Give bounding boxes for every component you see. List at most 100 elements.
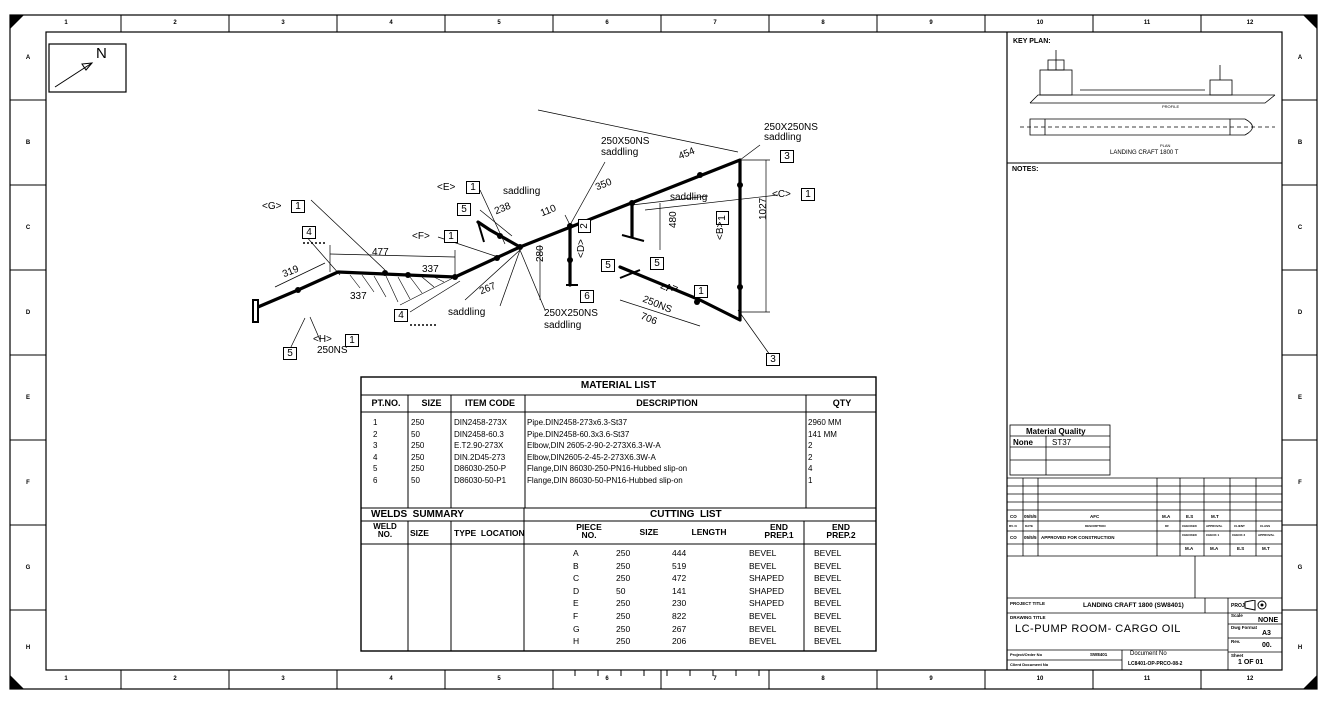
callout-n3a: 3 xyxy=(780,150,794,163)
cutting-row-D-col-3: SHAPED xyxy=(749,585,784,596)
cutting-row-C-col-2: 472 xyxy=(672,573,687,584)
zone-col-6-bot: 6 xyxy=(605,676,609,682)
label-E: <E> xyxy=(437,182,456,193)
callout-n5c: 5 xyxy=(650,257,664,270)
rev-hdr-date: DATE xyxy=(1025,524,1033,528)
label-saddling1: saddling xyxy=(601,147,639,158)
material-row-2-col-3: Pipe.DIN2458-60.3x3.6-St37 xyxy=(527,429,630,439)
scale-value: NONE xyxy=(1258,617,1279,624)
zone-row-E-left: E xyxy=(25,395,30,401)
rev-hdr-no: RV. N xyxy=(1009,524,1017,528)
callout-n6: 6 xyxy=(580,290,594,303)
zone-row-C-left: C xyxy=(25,225,31,231)
material-row-4-col-1: 250 xyxy=(411,452,425,462)
zone-col-11-top: 11 xyxy=(1143,20,1151,26)
sheet-label: Sheet xyxy=(1231,653,1244,658)
rev-hdr-c: APPROVAL xyxy=(1206,524,1223,528)
cutting-row-D-col-4: BEVEL xyxy=(814,585,842,596)
zone-col-10-bot: 10 xyxy=(1036,676,1044,682)
cutting-row-G-col-4: BEVEL xyxy=(814,623,842,634)
callout-n1f: 1 xyxy=(444,230,458,243)
cutting-row-G-col-0: G xyxy=(573,623,580,634)
zone-col-8-top: 8 xyxy=(821,20,825,26)
zone-col-9-top: 9 xyxy=(929,20,933,26)
material-row-3-col-2: E.T2.90-273X xyxy=(454,441,504,450)
key-plan-title: KEY PLAN: xyxy=(1013,38,1051,45)
rev2-c: CHECK 2 xyxy=(1232,533,1246,537)
corner-mark xyxy=(1303,15,1317,29)
project-order-value: SW8401 xyxy=(1090,652,1108,657)
cutting-row-B-col-4: BEVEL xyxy=(814,560,842,571)
zone-row-H-right: H xyxy=(1297,645,1303,651)
label-d480: 480 xyxy=(668,211,679,228)
cutting-row-E-col-1: 250 xyxy=(616,598,631,609)
cutting-row-E-col-4: BEVEL xyxy=(814,598,842,609)
label-l250nsh: 250NS xyxy=(317,345,348,356)
zone-col-5-bot: 5 xyxy=(497,676,501,682)
welds-summary-title: WELDS SUMMARY xyxy=(371,509,464,520)
zone-col-3-top: 3 xyxy=(281,20,285,26)
zone-col-4-bot: 4 xyxy=(389,676,393,682)
project-title: LANDING CRAFT 1800 (SW8401) xyxy=(1083,602,1184,609)
cutting-header-1: SIZE xyxy=(639,527,659,537)
material-list-title: MATERIAL LIST xyxy=(580,380,657,391)
zone-row-C-right: C xyxy=(1297,225,1303,231)
zone-col-12-top: 12 xyxy=(1246,20,1254,26)
zone-col-7-top: 7 xyxy=(713,20,717,26)
rev1-no: CO xyxy=(1010,514,1017,519)
north-label: N xyxy=(96,45,107,62)
rev2-b: CHECK 1 xyxy=(1206,533,1220,537)
project-order-label: Project/Order No xyxy=(1010,652,1043,657)
title-block-frame xyxy=(1007,477,1282,670)
material-row-3-col-4: 2 xyxy=(808,441,813,450)
cutting-list-title: CUTTING LIST xyxy=(650,509,722,520)
vessel-profile-icon xyxy=(1029,50,1276,104)
material-header-3: DESCRIPTION xyxy=(636,398,698,408)
zone-row-G-left: G xyxy=(25,565,31,571)
drawing-title: LC-PUMP ROOM- CARGO OIL xyxy=(1015,623,1181,635)
corner-mark xyxy=(1303,675,1317,689)
material-row-3-col-0: 3 xyxy=(373,441,378,450)
outer-frame xyxy=(9,14,1318,690)
cutting-row-C-col-0: C xyxy=(573,573,580,584)
dwg-format-label: Dwg Format xyxy=(1231,625,1258,630)
zone-row-D-left: D xyxy=(25,310,31,316)
material-row-2-col-1: 50 xyxy=(411,429,420,439)
label-saddling3: saddling xyxy=(503,186,541,197)
document-no-label: Document No xyxy=(1130,651,1167,657)
cutting-row-A-col-4: BEVEL xyxy=(814,548,842,558)
tables-frame xyxy=(360,376,877,652)
material-quality-title: Material Quality xyxy=(1026,427,1086,436)
material-row-6-col-0: 6 xyxy=(373,475,378,485)
zone-row-H-left: H xyxy=(25,645,31,651)
rev3-d: M.T xyxy=(1262,546,1270,551)
welds-header-type-location: TYPE LOCATION xyxy=(454,528,525,538)
label-G: <G> xyxy=(262,201,282,212)
dotted-markers xyxy=(303,242,438,326)
cutting-row-F-col-1: 250 xyxy=(616,611,631,621)
cutting-header-4: END PREP.2 xyxy=(826,522,856,540)
cutting-row-E-col-2: 230 xyxy=(672,598,687,609)
label-l250x50: 250X50NS xyxy=(601,136,650,147)
material-row-5-col-4: 4 xyxy=(808,464,813,473)
material-row-2-col-4: 141 MM xyxy=(808,429,837,439)
zone-col-11-bot: 11 xyxy=(1143,676,1151,682)
corner-mark xyxy=(10,675,24,689)
cutting-row-D-col-1: 50 xyxy=(616,585,626,596)
rev3-b: M.A xyxy=(1210,546,1219,551)
welds-header-size: SIZE xyxy=(410,528,429,538)
welds-header-weld-no: WELD NO. xyxy=(373,522,397,539)
label-saddling6: saddling xyxy=(544,320,582,331)
cutting-row-F-col-4: BEVEL xyxy=(814,611,842,621)
rev2-desc: APPROVED FOR CONSTRUCTION xyxy=(1041,535,1115,540)
cutting-row-C-col-1: 250 xyxy=(616,573,631,584)
cutting-header-2: LENGTH xyxy=(691,527,727,537)
zone-col-7-bot: 7 xyxy=(713,676,717,682)
vessel-plan-icon xyxy=(1020,118,1275,136)
material-row-1-col-3: Pipe.DIN2458-273x6.3-St37 xyxy=(527,418,628,427)
cutting-row-F-col-0: F xyxy=(573,611,579,621)
callout-n1h: 1 xyxy=(345,334,359,347)
cutting-row-F-col-2: 822 xyxy=(672,611,687,621)
north-arrow-head xyxy=(81,62,94,71)
